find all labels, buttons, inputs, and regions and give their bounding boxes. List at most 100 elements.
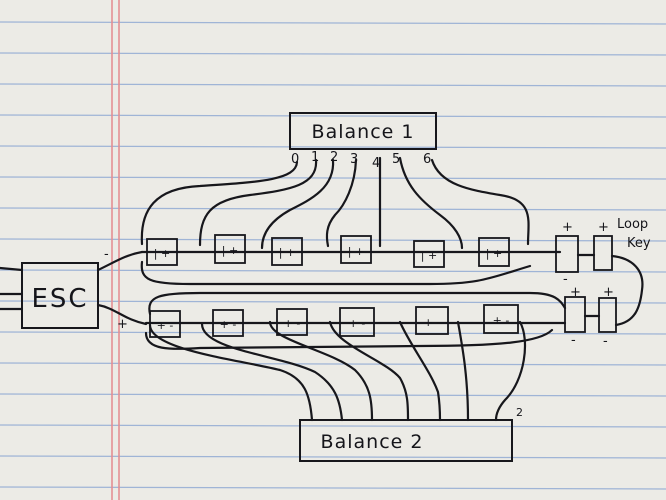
ruled-line	[0, 331, 666, 335]
balance-1-connector: Balance 1 0 1 2 3 4 5 6	[289, 112, 437, 171]
loop-top-left-minus: -	[563, 272, 568, 287]
loop-bottom-right-plus: +	[603, 285, 614, 300]
bottom-cell-3-box	[276, 308, 308, 336]
loop-terminal-bottom-left	[564, 296, 586, 333]
balance-1-pin-1: 1	[311, 150, 319, 165]
ruled-line	[0, 486, 666, 490]
top-cell-4-polarity: | +	[348, 245, 364, 258]
top-cell-3-polarity: | +	[279, 246, 295, 259]
balance-1-pin-3: 3	[350, 152, 358, 167]
bottom-cell-5: + -	[415, 306, 449, 335]
top-cell-2-polarity: | +	[222, 244, 238, 257]
balance-1-box	[289, 112, 437, 150]
bottom-cell-3: + -	[276, 308, 308, 336]
ruled-line	[0, 176, 666, 180]
top-outer-loop-wire	[140, 260, 532, 286]
bottom-cell-6-box	[483, 304, 519, 334]
bottom-cell-5-box	[415, 306, 449, 335]
bottom-cell-4: + -	[339, 307, 375, 337]
top-cell-6-box	[478, 237, 510, 267]
ruled-line	[0, 269, 666, 273]
ruled-line	[0, 145, 666, 149]
loop-bottom-left-plus: +	[570, 285, 581, 300]
top-cell-3: | +	[271, 237, 303, 266]
bottom-cell-1-polarity: + -	[157, 319, 174, 332]
balance-2-wire-6	[494, 320, 527, 422]
top-cell-row: | + | + | + | + | + | +	[140, 234, 562, 286]
loop-bottom-right-minus: -	[603, 334, 608, 349]
ruled-line	[0, 362, 666, 366]
loop-top-left-plus: +	[562, 220, 573, 235]
esc-block: ESC - +	[0, 247, 148, 332]
bottom-cell-6: + -	[483, 304, 519, 334]
balance-1-label: Balance 1	[312, 121, 415, 143]
balance-2-label: Balance 2	[321, 431, 424, 453]
bottom-cell-4-box	[339, 307, 375, 337]
balance-1-wires	[140, 156, 530, 250]
top-cell-1-box	[146, 238, 178, 266]
balance-1-wire-2	[260, 158, 335, 250]
balance-2-connector: Balance 2 2	[299, 406, 523, 462]
loop-key-wire	[610, 254, 644, 327]
balance-2-wire-1	[200, 322, 344, 422]
esc-negative-lead	[96, 250, 144, 272]
ruled-line	[0, 300, 666, 304]
ruled-line	[0, 455, 666, 459]
ruled-line	[0, 52, 666, 56]
balance-1-pin-2: 2	[330, 150, 338, 165]
esc-plus-sign: +	[117, 317, 128, 332]
top-cell-2: | +	[214, 234, 246, 264]
balance-1-wire-5	[398, 156, 464, 250]
top-cell-1-polarity: | +	[154, 247, 170, 260]
top-cell-5-polarity: | +	[421, 249, 437, 262]
balance-1-wire-3	[325, 158, 358, 248]
top-cell-3-box	[271, 237, 303, 266]
bottom-cell-3-polarity: + -	[284, 317, 301, 330]
esc-minus-sign: -	[104, 247, 109, 262]
bottom-cell-5-polarity: + -	[424, 316, 441, 329]
loop-top-right-plus: +	[598, 220, 609, 235]
top-cell-4-box	[340, 235, 372, 264]
balance-1-wire-6	[430, 158, 530, 246]
bottom-cell-2-box	[212, 309, 244, 337]
top-cell-4: | +	[340, 235, 372, 264]
top-cell-2-box	[214, 234, 246, 264]
ruled-line	[0, 238, 666, 242]
loop-key-label-line-2: Key	[627, 236, 651, 251]
loop-bottom-left-minus: -	[571, 333, 576, 348]
balance-2-box	[299, 419, 513, 462]
bottom-cell-4-polarity: + -	[349, 317, 366, 330]
loop-terminal-top-right	[593, 235, 613, 271]
esc-positive-lead	[96, 303, 148, 326]
balance-2-wire-2	[268, 320, 374, 422]
top-cell-6-polarity: | +	[486, 247, 502, 260]
balance-1-pin-6: 6	[423, 152, 431, 167]
bottom-cell-2: + -	[212, 309, 244, 337]
bottom-cell-2-polarity: + -	[220, 318, 237, 331]
top-cell-5-box	[413, 240, 445, 268]
balance-1-pin-0: 0	[291, 152, 299, 167]
ruled-line	[0, 424, 666, 428]
bottom-cell-6-polarity: + -	[493, 314, 510, 327]
loop-key-label-line-1: Loop	[617, 217, 648, 232]
balance-1-pin-4: 4	[372, 156, 380, 171]
ruled-line	[0, 207, 666, 211]
ruled-line	[0, 83, 666, 87]
balance-2-wire-0	[148, 323, 314, 422]
bottom-lower-wire	[144, 328, 554, 350]
balance-1-wire-0	[140, 160, 299, 246]
balance-2-pin-note: 2	[516, 406, 523, 419]
balance-2-wire-3	[328, 320, 410, 422]
balance-2-wire-5	[456, 320, 470, 422]
balance-1-pin-5: 5	[392, 152, 400, 167]
bottom-cell-row: + - + - + - + - + - + -	[144, 291, 567, 350]
balance-1-wire-1	[198, 158, 318, 247]
top-cell-1: | +	[146, 238, 178, 266]
balance-2-wire-4	[398, 320, 442, 422]
top-cell-5: | +	[413, 240, 445, 268]
balance-2-wires	[148, 320, 527, 422]
esc-box	[21, 262, 99, 329]
esc-label: ESC	[31, 284, 88, 314]
top-cell-6: | +	[478, 237, 510, 267]
